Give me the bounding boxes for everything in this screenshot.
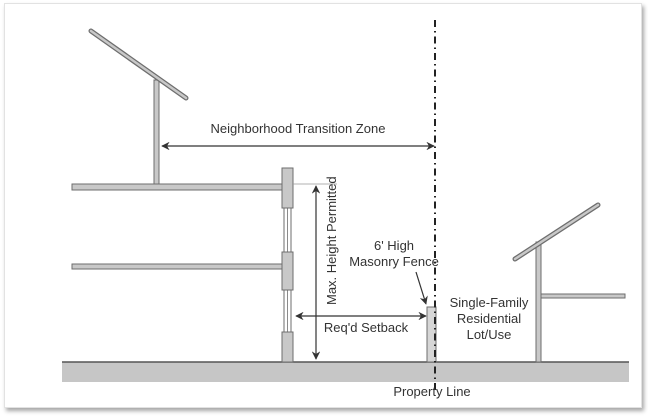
middle-floor-slab bbox=[71, 263, 285, 270]
column-top bbox=[281, 167, 294, 209]
max-height-label: Max. Height Permitted bbox=[324, 176, 339, 305]
sfr-label-line3: Lot/Use bbox=[467, 327, 512, 342]
house-floor bbox=[540, 293, 626, 299]
transition-zone-label: Neighborhood Transition Zone bbox=[211, 121, 386, 136]
upper-floor-slab bbox=[71, 183, 285, 191]
setback-label: Req'd Setback bbox=[324, 320, 409, 335]
sfr-label-line2: Residential bbox=[457, 311, 521, 326]
ground-slab bbox=[62, 362, 629, 382]
rooftop-post bbox=[153, 79, 160, 185]
sfr-label-line1: Single-Family bbox=[450, 295, 529, 310]
fence-label-line1: 6' High bbox=[374, 238, 414, 253]
large-building bbox=[71, 28, 294, 363]
column-middle bbox=[281, 251, 294, 291]
property-line-label: Property Line bbox=[393, 384, 470, 399]
fence-pointer-arrow bbox=[415, 271, 428, 305]
column-bottom bbox=[281, 331, 294, 363]
fence-label-line2: Masonry Fence bbox=[349, 254, 439, 269]
house-post bbox=[535, 241, 542, 363]
single-family-house bbox=[512, 202, 626, 363]
